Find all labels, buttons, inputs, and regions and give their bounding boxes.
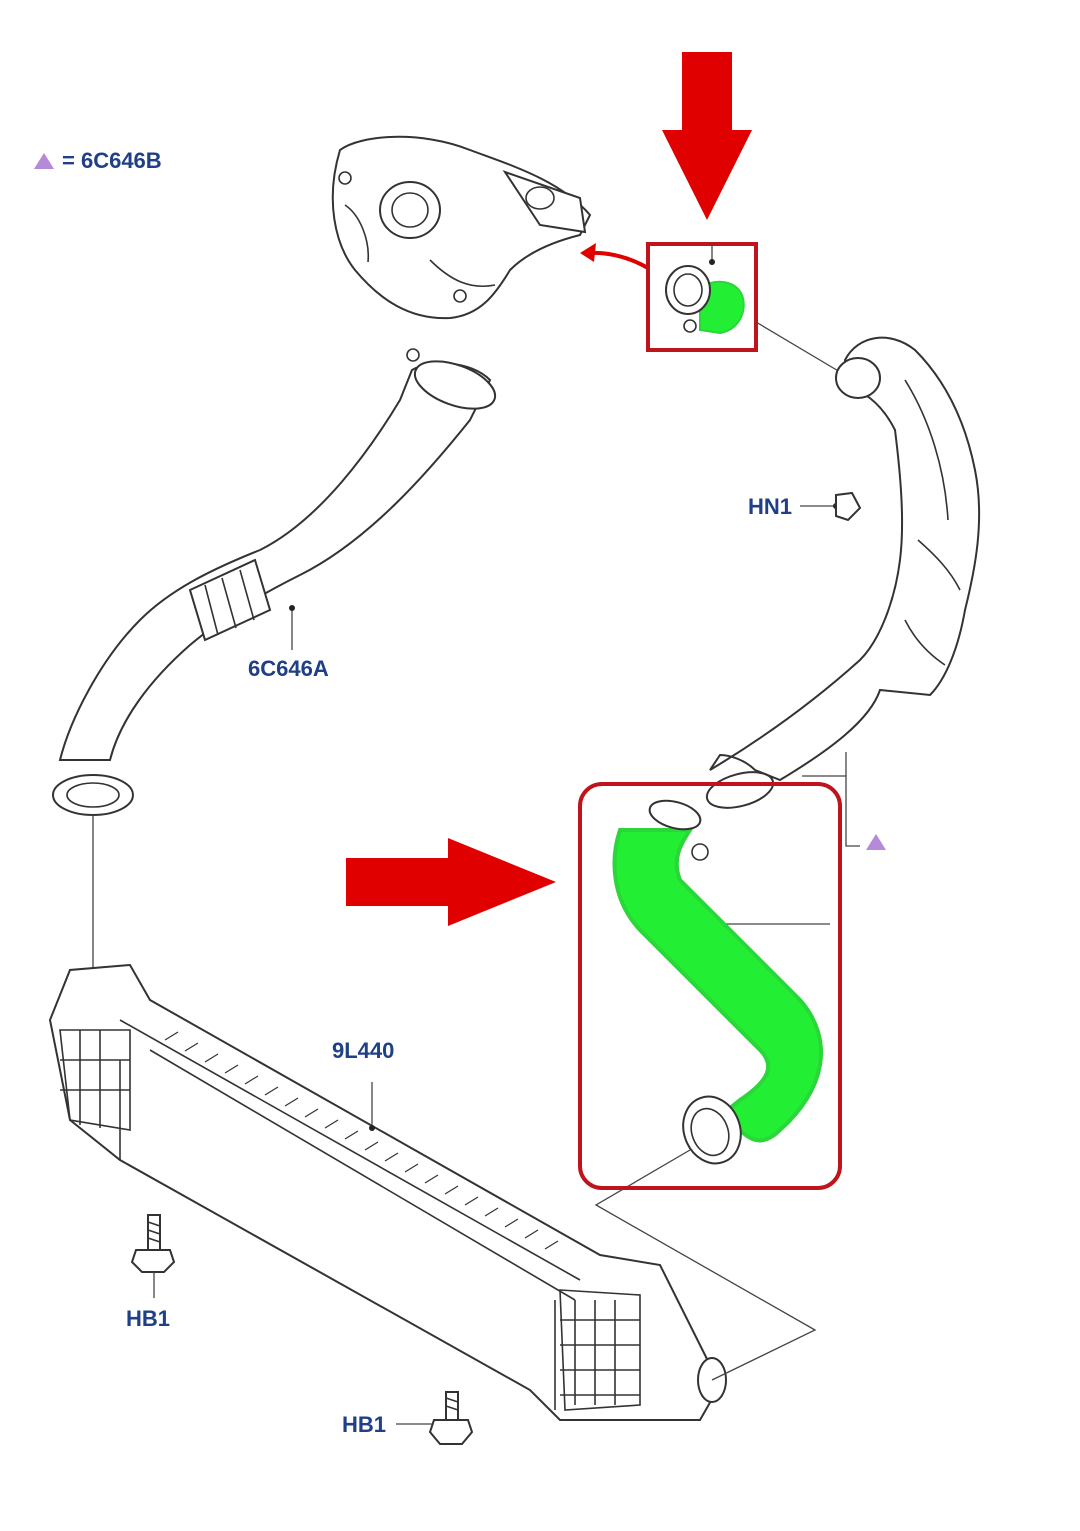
legend-text: = 6C646B (62, 148, 162, 173)
hose-end-clamp (665, 265, 745, 335)
turbocharger (331, 135, 592, 320)
label-intercooler-9l440: 9L440 (332, 1038, 395, 1063)
highlight-box-small (646, 242, 758, 352)
legend: = 6C646B (34, 148, 162, 174)
intercooler-9l440 (48, 963, 727, 1421)
label-bolt-hb1-bottom: HB1 (342, 1412, 387, 1437)
bolt-hb1-left (130, 1214, 176, 1298)
triangle-callout-icon (866, 834, 886, 850)
nut-hn1 (800, 491, 862, 522)
intercooler-fins (164, 1031, 559, 1250)
turbo-pointer-arrow (587, 250, 649, 270)
highlight-box-main (578, 782, 842, 1190)
bolt-hb1-bottom (396, 1391, 474, 1445)
label-hose-6c646a: 6C646A (248, 656, 329, 681)
label-bolt-hb1-left: HB1 (126, 1306, 171, 1331)
hose-6c646a (52, 348, 497, 970)
hose-highlighted (612, 799, 823, 1165)
red-arrow-right-icon (346, 838, 556, 926)
triangle-marker-icon (34, 153, 54, 169)
red-arrow-down-icon (662, 52, 752, 220)
label-nut-hn1: HN1 (748, 494, 793, 519)
pipe-right (705, 336, 981, 809)
